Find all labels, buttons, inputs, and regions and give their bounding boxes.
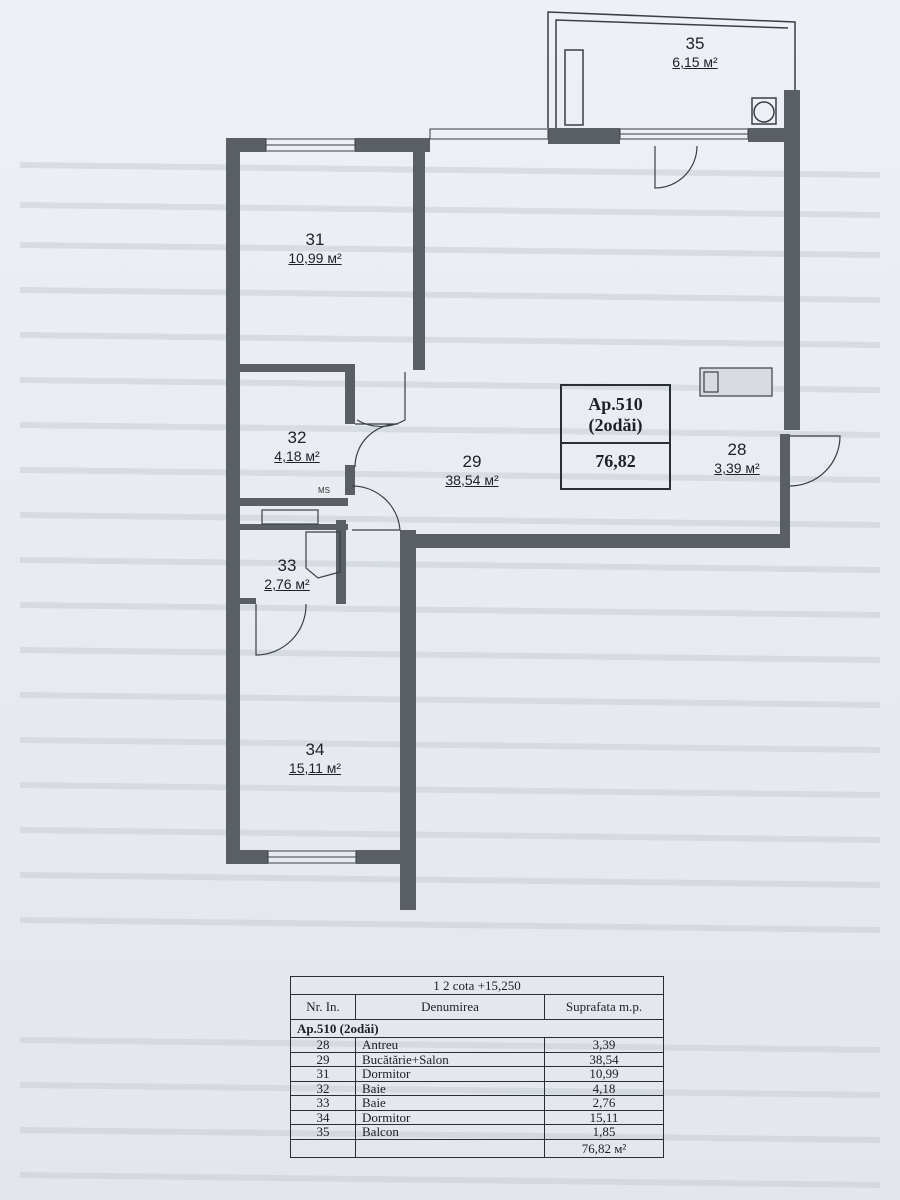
table-row: 29 Bucătărie+Salon 38,54	[291, 1051, 663, 1067]
table-apartment-row: Ap.510 (2odăi)	[291, 1020, 663, 1038]
windows	[265, 128, 749, 864]
apartment-rooms: (2odăi)	[588, 415, 643, 435]
room-area: 6,15 м²	[672, 54, 718, 70]
apartment-summary-box: Ap.510 (2odăi) 76,82	[560, 384, 671, 490]
room-area: 10,99 м²	[288, 250, 342, 266]
room-number: 28	[727, 440, 747, 459]
room-number: 29	[462, 452, 482, 471]
table-header: Nr. In. Denumirea Suprafata m.p.	[291, 995, 663, 1020]
row-name: Balcon	[356, 1125, 545, 1139]
row-area: 15,11	[589, 1109, 619, 1125]
row-area: 1,85	[592, 1124, 616, 1139]
room-number: 32	[287, 428, 307, 447]
row-area: 2,76	[592, 1095, 616, 1110]
table-row: 28 Antreu 3,39	[291, 1038, 663, 1053]
doors	[255, 145, 841, 656]
room-area: 15,11 м²	[288, 760, 342, 776]
row-area: 3,39	[592, 1037, 616, 1052]
row-name: Dormitor	[356, 1110, 545, 1124]
table-row: 35 Balcon 1,85	[291, 1125, 663, 1140]
row-number: 31	[291, 1067, 356, 1081]
fixtures	[261, 367, 773, 579]
room-area: 2,76 м²	[264, 576, 310, 592]
room-area: 4,18 м²	[274, 448, 320, 464]
apartment-name: Ap.510	[588, 394, 643, 414]
room-label-31: 31 10,99 м²	[280, 230, 350, 266]
table-row: 34 Dormitor 15,11	[291, 1109, 663, 1125]
row-number: 33	[291, 1096, 356, 1110]
total-area: 76,82 м²	[581, 1140, 627, 1156]
header-area: Suprafata m.p.	[565, 999, 643, 1014]
room-label-28: 28 3,39 м²	[702, 440, 772, 476]
row-area: 38,54	[589, 1051, 619, 1067]
header-name: Denumirea	[356, 995, 545, 1019]
row-name: Antreu	[356, 1038, 545, 1052]
row-number: 28	[291, 1038, 356, 1052]
room-area: 3,39 м²	[714, 460, 760, 476]
row-area: 4,18	[592, 1080, 616, 1096]
row-name: Baie	[356, 1081, 545, 1095]
table-caption: 1 2 cota +15,250	[291, 977, 663, 995]
room-label-34: 34 15,11 м²	[280, 740, 350, 776]
room-number: 31	[305, 230, 325, 249]
row-number: 32	[291, 1081, 356, 1095]
table-row: 32 Baie 4,18	[291, 1080, 663, 1096]
row-area: 10,99	[589, 1066, 619, 1081]
room-area: 38,54 м²	[445, 472, 499, 488]
interior-walls	[238, 148, 425, 604]
total-spacer-2	[356, 1139, 545, 1157]
exterior-walls	[226, 90, 800, 910]
room-label-35: 35 6,15 м²	[660, 34, 730, 70]
header-number: Nr. In.	[291, 995, 356, 1019]
row-name: Baie	[356, 1096, 545, 1110]
row-name: Bucătărie+Salon	[356, 1052, 545, 1066]
total-spacer-1	[291, 1139, 356, 1157]
room-number: 33	[277, 556, 297, 575]
row-number: 34	[291, 1110, 356, 1124]
row-number: 35	[291, 1125, 356, 1139]
room-label-29: 29 38,54 м²	[434, 452, 510, 488]
table-row: 33 Baie 2,76	[291, 1096, 663, 1111]
row-name: Dormitor	[356, 1067, 545, 1081]
table-total-row: 76,82 м²	[291, 1139, 663, 1157]
area-table: 1 2 cota +15,250 Nr. In. Denumirea Supra…	[290, 976, 664, 1158]
row-number: 29	[291, 1052, 356, 1066]
room-number: 35	[685, 34, 705, 53]
table-row: 31 Dormitor 10,99	[291, 1067, 663, 1082]
room-number: 34	[305, 740, 325, 759]
plan-note-ms: MS	[318, 486, 330, 495]
balcony-outline	[547, 11, 796, 130]
room-label-32: 32 4,18 м²	[262, 428, 332, 464]
room-label-33: 33 2,76 м²	[252, 556, 322, 592]
apartment-total: 76,82	[562, 442, 669, 472]
bleed-through-text	[19, 162, 881, 1188]
